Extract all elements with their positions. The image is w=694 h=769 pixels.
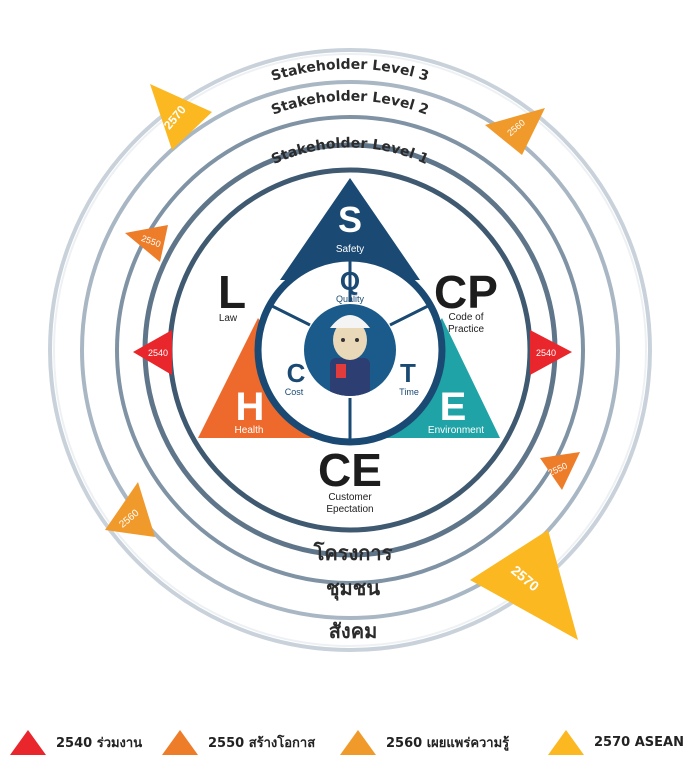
health-letter: H <box>236 385 265 429</box>
environment-letter: E <box>440 385 467 429</box>
marker-2540-left: 2540 <box>133 330 172 375</box>
environment-label: Environment <box>428 425 484 436</box>
mascot-avatar <box>304 304 396 396</box>
law-letter: L <box>218 266 246 318</box>
code-of-practice-label-1: Code of <box>448 312 483 323</box>
marker-2560-top-right: 2560 <box>485 108 545 155</box>
svg-text:2540: 2540 <box>148 348 168 358</box>
legend-label: 2560 เผยแพร่ความรู้ <box>386 735 510 751</box>
year-markers: 2570 2560 2550 2540 2540 2550 2560 2570 <box>105 84 580 640</box>
marker-2550-right: 2550 <box>540 452 580 490</box>
customer-expectation-letter: CE <box>318 444 382 496</box>
legend-triangle-icon <box>548 730 584 755</box>
safety-letter: S <box>338 199 362 240</box>
ring-label-level2: Stakeholder Level 2 <box>269 89 431 119</box>
legend: 2540 ร่วมงาน 2550 สร้างโอกาส 2560 เผยแพร… <box>0 722 694 762</box>
legend-triangle-icon <box>10 730 46 755</box>
code-of-practice-letter: CP <box>434 266 498 318</box>
cost-label: Cost <box>285 387 304 397</box>
customer-expectation-label-1: Customer <box>328 492 372 503</box>
time-letter: T <box>400 358 416 388</box>
cost-letter: C <box>287 358 306 388</box>
legend-item-2570: 2570 ASEAN <box>546 722 684 762</box>
legend-item-2550: 2550 สร้างโอกาส <box>160 722 315 762</box>
legend-label: 2570 ASEAN <box>594 734 684 750</box>
code-of-practice-label-2: Practice <box>448 324 485 335</box>
svg-text:2540: 2540 <box>536 348 556 358</box>
society-label: สังคม <box>329 619 378 643</box>
marker-2540-right: 2540 <box>530 330 572 375</box>
time-label: Time <box>399 387 419 397</box>
legend-label: 2540 ร่วมงาน <box>56 735 143 751</box>
community-label: ชุมชน <box>326 576 380 601</box>
ring-label-level1: Stakeholder Level 1 <box>269 135 431 168</box>
quality-label: Quality <box>336 294 365 304</box>
safety-segment <box>280 178 420 280</box>
legend-triangle-icon <box>340 730 376 755</box>
safety-label: Safety <box>336 244 364 255</box>
health-label: Health <box>235 425 264 436</box>
legend-label: 2550 สร้างโอกาส <box>208 735 316 751</box>
legend-item-2560: 2560 เผยแพร่ความรู้ <box>338 722 509 762</box>
law-label: Law <box>219 313 238 324</box>
customer-expectation-label-2: Epectation <box>326 504 373 515</box>
marker-2550-left: 2550 <box>125 225 168 262</box>
quality-letter: Q <box>340 266 360 296</box>
legend-triangle-icon <box>162 730 198 755</box>
marker-2570-bottom-right: 2570 <box>470 530 578 640</box>
marker-2560-bottom-left: 2560 <box>105 482 155 537</box>
project-label: โครงการ <box>313 541 393 565</box>
marker-2570-top-left: 2570 <box>150 84 212 150</box>
legend-item-2540: 2540 ร่วมงาน <box>8 722 142 762</box>
